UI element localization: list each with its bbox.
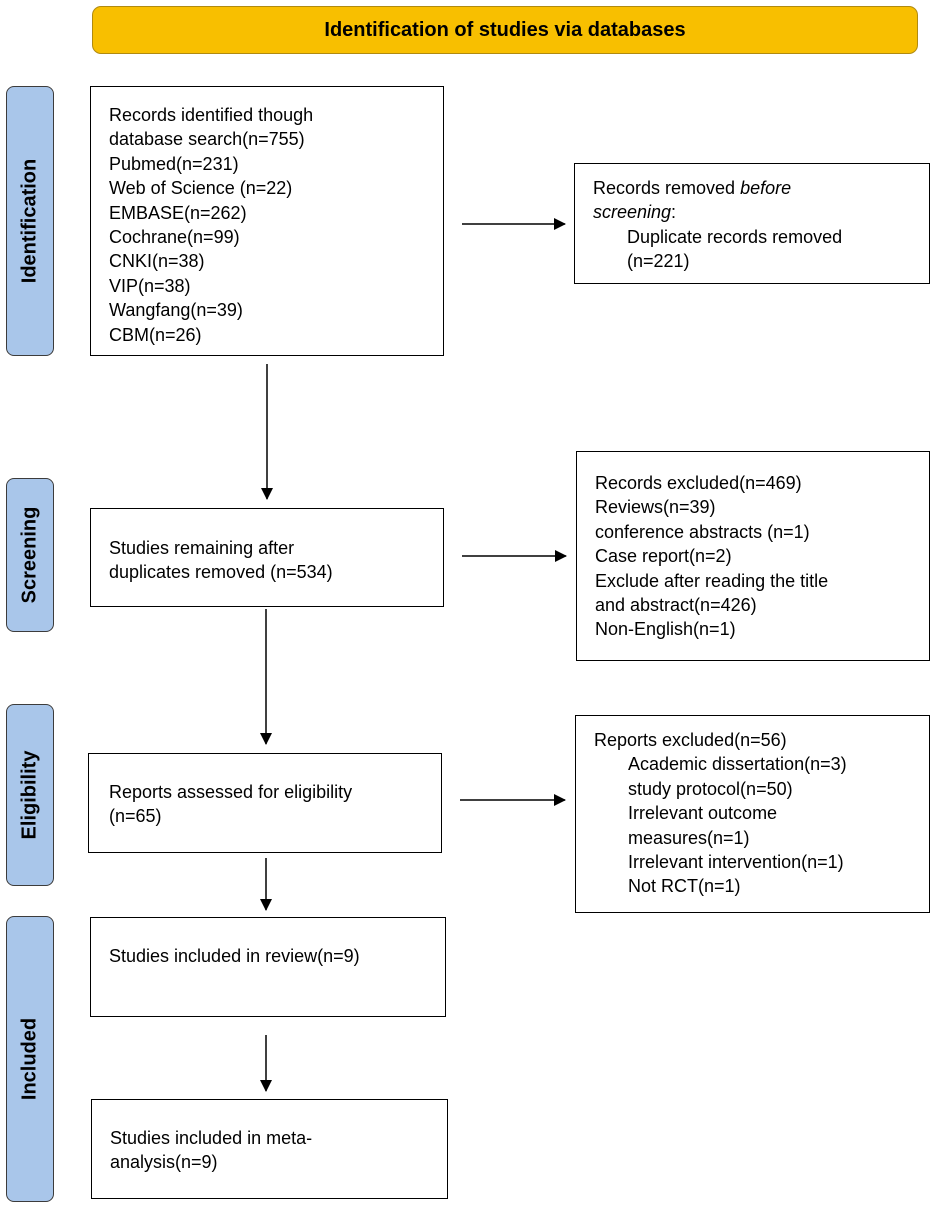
reports-excluded-heading: Reports excluded(n=56): [594, 730, 787, 750]
studies-included-review-line: Studies included in review(n=9): [109, 946, 360, 966]
header-title: Identification of studies via databases: [324, 18, 686, 41]
studies-remaining-box: Studies remaining after duplicates remov…: [90, 508, 444, 607]
phase-screening: Screening: [6, 478, 54, 632]
records-excluded-line: Non-English(n=1): [595, 619, 736, 640]
studies-included-review-box: Studies included in review(n=9): [90, 917, 446, 1017]
phase-included: Included: [6, 916, 54, 1202]
records-excluded-line: conference abstracts (n=1): [595, 521, 810, 542]
records-removed-line: Duplicate records removed: [627, 226, 843, 247]
reports-excluded-item: Irrelevant intervention(n=1): [628, 852, 844, 873]
records-removed-line: screening:: [593, 202, 677, 223]
reports-excluded-item: Not RCT(n=1): [628, 876, 741, 897]
records-removed-line: (n=221): [627, 251, 690, 272]
records-identified-line: Web of Science (n=22): [109, 178, 293, 199]
reports-excluded-box: Reports excluded(n=56) Academic disserta…: [575, 715, 930, 913]
records-identified-line: Records identified though: [109, 105, 314, 125]
records-excluded-line: Records excluded(n=469): [595, 473, 802, 493]
reports-assessed-line: (n=65): [109, 806, 162, 827]
records-identified-line: database search(n=755): [109, 129, 305, 150]
records-excluded-line: and abstract(n=426): [595, 595, 757, 616]
records-excluded-line: Exclude after reading the title: [595, 570, 829, 591]
studies-remaining-line: Studies remaining after: [109, 538, 295, 558]
records-identified-line: EMBASE(n=262): [109, 202, 247, 223]
diagram-header: Identification of studies via databases: [92, 6, 918, 54]
records-removed-box: Records removed before screening: Duplic…: [574, 163, 930, 284]
phase-eligibility: Eligibility: [6, 704, 54, 886]
studies-included-meta-line: analysis(n=9): [110, 1152, 218, 1173]
studies-included-meta-box: Studies included in meta- analysis(n=9): [91, 1099, 448, 1199]
reports-assessed-line: Reports assessed for eligibility: [109, 782, 353, 802]
records-identified-line: Pubmed(n=231): [109, 153, 239, 174]
records-identified-line: Wangfang(n=39): [109, 300, 243, 321]
records-identified-box: Records identified though database searc…: [90, 86, 444, 356]
phase-identification: Identification: [6, 86, 54, 356]
reports-excluded-item: Irrelevant outcome: [628, 803, 778, 824]
records-excluded-line: Case report(n=2): [595, 546, 732, 567]
records-identified-line: CBM(n=26): [109, 324, 202, 345]
records-identified-line: CNKI(n=38): [109, 251, 205, 272]
studies-included-meta-line: Studies included in meta-: [110, 1128, 313, 1148]
reports-excluded-item: study protocol(n=50): [628, 778, 793, 799]
records-identified-line: Cochrane(n=99): [109, 227, 240, 248]
studies-remaining-line: duplicates removed (n=534): [109, 562, 333, 583]
records-removed-line: Records removed before: [593, 178, 792, 198]
reports-assessed-box: Reports assessed for eligibility (n=65): [88, 753, 442, 853]
reports-excluded-item: Academic dissertation(n=3): [628, 754, 847, 775]
records-identified-line: VIP(n=38): [109, 275, 191, 296]
records-excluded-line: Reviews(n=39): [595, 497, 716, 518]
records-excluded-box: Records excluded(n=469) Reviews(n=39) co…: [576, 451, 930, 661]
reports-excluded-item: measures(n=1): [628, 827, 750, 848]
